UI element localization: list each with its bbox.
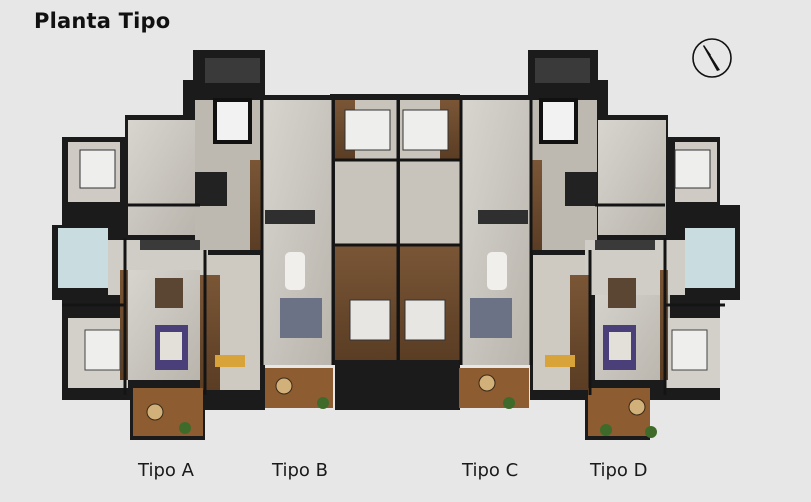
partition-walls — [62, 100, 725, 395]
page-title: Planta Tipo — [34, 9, 171, 33]
unit-label-tipo-b: Tipo B — [272, 460, 328, 481]
north-arrow-icon — [692, 38, 732, 78]
furniture — [79, 109, 711, 371]
shafts — [195, 58, 597, 206]
terraces — [133, 368, 657, 438]
unit-label-tipo-d: Tipo D — [590, 460, 648, 481]
unit-label-tipo-a: Tipo A — [138, 460, 194, 481]
unit-label-tipo-c: Tipo C — [462, 460, 519, 481]
